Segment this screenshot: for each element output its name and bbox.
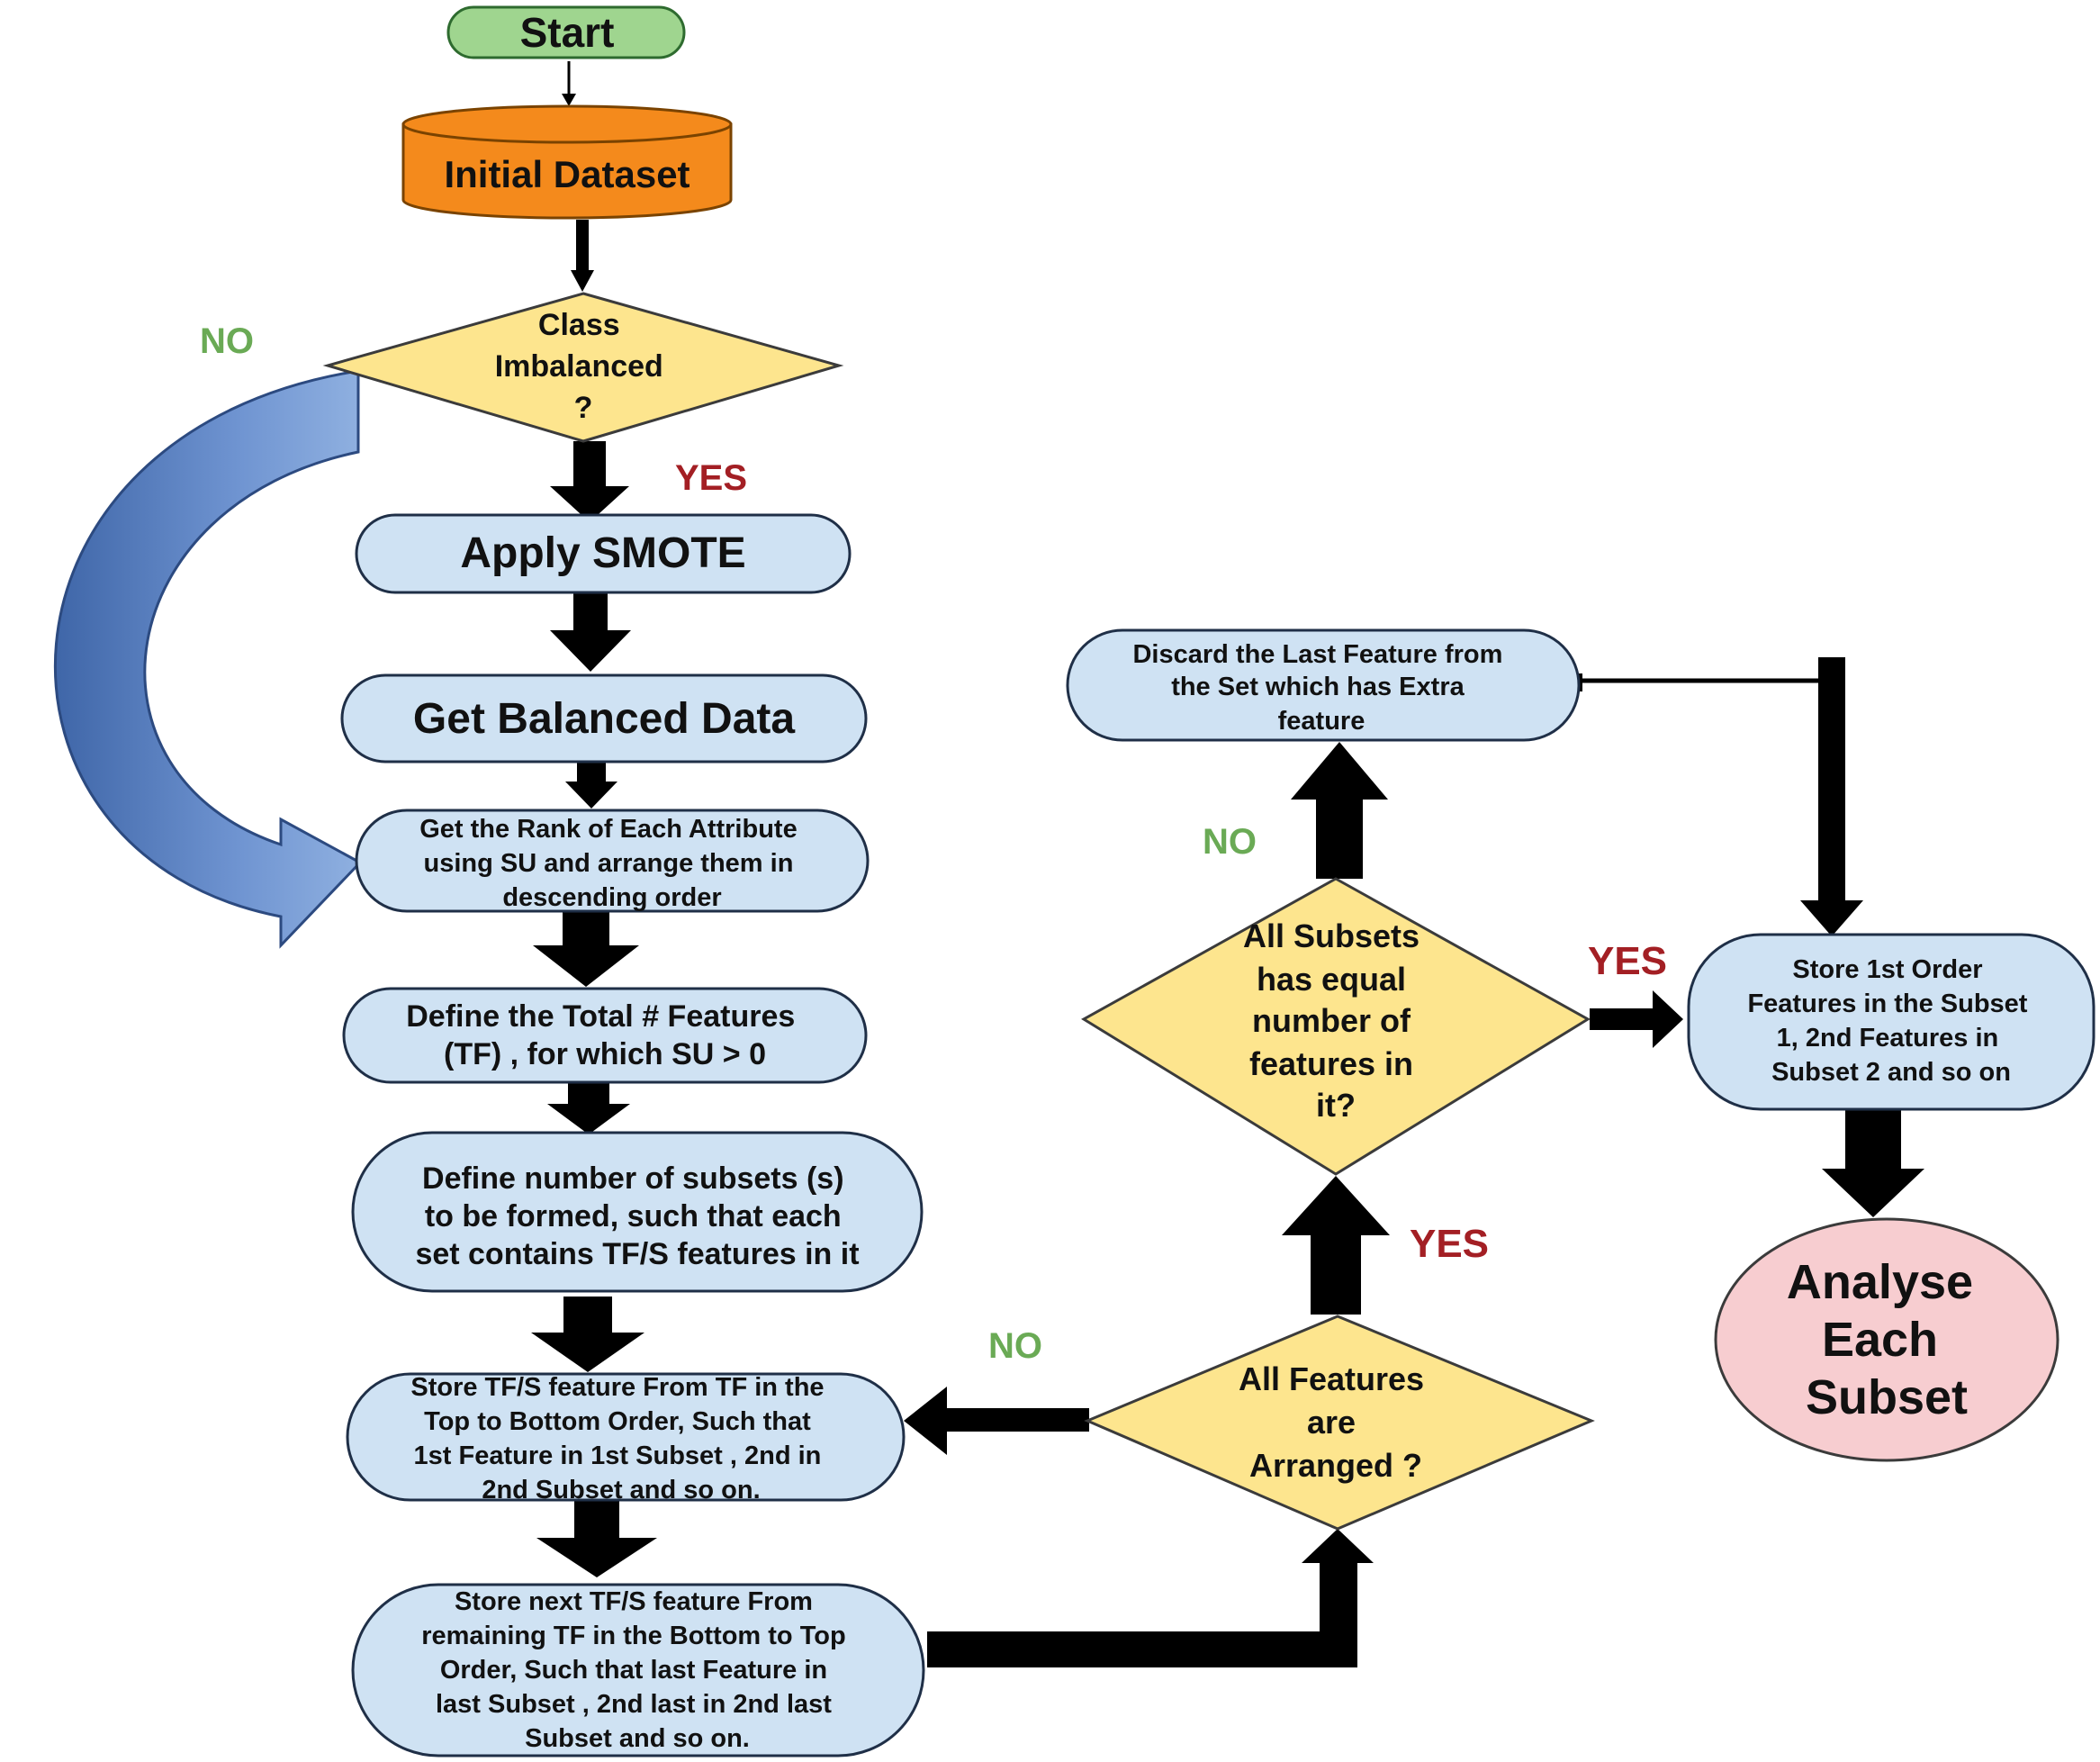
curved-no-arrow — [53, 369, 363, 949]
label-yes-equal: YES — [1588, 939, 1667, 983]
arrow-store-to-store-next — [536, 1500, 657, 1577]
node-store-first-order-label: Store 1st Order Features in the Subset 1… — [1747, 955, 2034, 1087]
node-get-rank-label: Get the Rank of Each Attribute using SU … — [419, 815, 805, 912]
arrow-smote-to-balanced — [550, 591, 631, 672]
node-initial-dataset-label: Initial Dataset — [444, 153, 689, 195]
decision-all-arranged-label: All Features are Arranged ? — [1239, 1360, 1433, 1484]
decision-class-imbalanced-label: Class Imbalanced ? — [495, 308, 672, 425]
node-get-balanced-label: Get Balanced Data — [413, 695, 795, 743]
label-no-equal: NO — [1203, 822, 1257, 862]
label-no-imbalance: NO — [200, 321, 254, 361]
node-apply-smote: Apply SMOTE — [355, 513, 852, 594]
arrow-discard-to-store-first — [1800, 657, 1863, 936]
connectors — [53, 61, 1924, 1667]
node-define-subsets-label: Define number of subsets (s) to be forme… — [415, 1161, 859, 1271]
node-initial-dataset: Initial Dataset — [401, 104, 733, 220]
arrow-dataset-to-decision-head — [571, 270, 594, 292]
node-discard-last: Discard the Last Feature from the Set wh… — [1066, 628, 1581, 742]
arrow-subsets-to-store — [531, 1297, 644, 1372]
label-no-arranged: NO — [988, 1326, 1042, 1366]
node-analyse-label: Analyse Each Subset — [1787, 1255, 1987, 1424]
node-store-bottom-top: Store next TF/S feature From remaining T… — [351, 1583, 925, 1757]
node-define-tf: Define the Total # Features (TF) , for w… — [342, 987, 868, 1084]
node-store-top-bottom: Store TF/S feature From TF in the Top to… — [346, 1372, 906, 1504]
label-yes-imbalance: YES — [675, 458, 747, 498]
arrow-yes-to-smote — [550, 441, 629, 522]
node-store-top-bottom-label: Store TF/S feature From TF in the Top to… — [410, 1373, 831, 1504]
node-define-subsets: Define number of subsets (s) to be forme… — [351, 1131, 924, 1293]
decision-all-arranged: All Features are Arranged ? — [1084, 1315, 1595, 1531]
decision-all-subsets-equal: All Subsets has equal number of features… — [1081, 877, 1591, 1176]
decision-class-imbalanced: Class Imbalanced ? — [322, 292, 844, 443]
arrow-store-first-to-analyse — [1822, 1107, 1924, 1217]
node-get-balanced: Get Balanced Data — [340, 673, 868, 764]
arrow-start-to-dataset-head — [562, 94, 576, 106]
arrow-equal-yes-to-store-first — [1590, 990, 1683, 1048]
label-yes-arranged: YES — [1410, 1222, 1489, 1266]
arrow-equal-no-to-discard — [1291, 742, 1388, 879]
node-get-rank: Get the Rank of Each Attribute using SU … — [355, 809, 870, 913]
node-define-tf-label: Define the Total # Features (TF) , for w… — [406, 999, 803, 1071]
arrow-arranged-no-to-store — [904, 1387, 1089, 1455]
arrow-arranged-yes-to-equal — [1282, 1176, 1390, 1315]
arrow-tf-to-subsets — [547, 1080, 630, 1134]
node-start: Start — [446, 5, 686, 59]
decision-all-subsets-equal-label: All Subsets has equal number of features… — [1243, 917, 1429, 1124]
node-store-first-order: Store 1st Order Features in the Subset 1… — [1687, 933, 2095, 1111]
node-store-bottom-top-label: Store next TF/S feature From remaining T… — [421, 1587, 853, 1753]
node-discard-last-label: Discard the Last Feature from the Set wh… — [1132, 640, 1510, 736]
arrow-balanced-to-rank — [565, 762, 617, 809]
arrow-store-next-to-arranged — [927, 1529, 1374, 1667]
node-apply-smote-label: Apply SMOTE — [460, 529, 745, 577]
node-analyse: Analyse Each Subset — [1714, 1217, 2059, 1462]
node-start-label: Start — [520, 9, 615, 56]
arrow-rank-to-tf — [533, 908, 639, 987]
arrow-dataset-to-decision — [576, 220, 589, 274]
